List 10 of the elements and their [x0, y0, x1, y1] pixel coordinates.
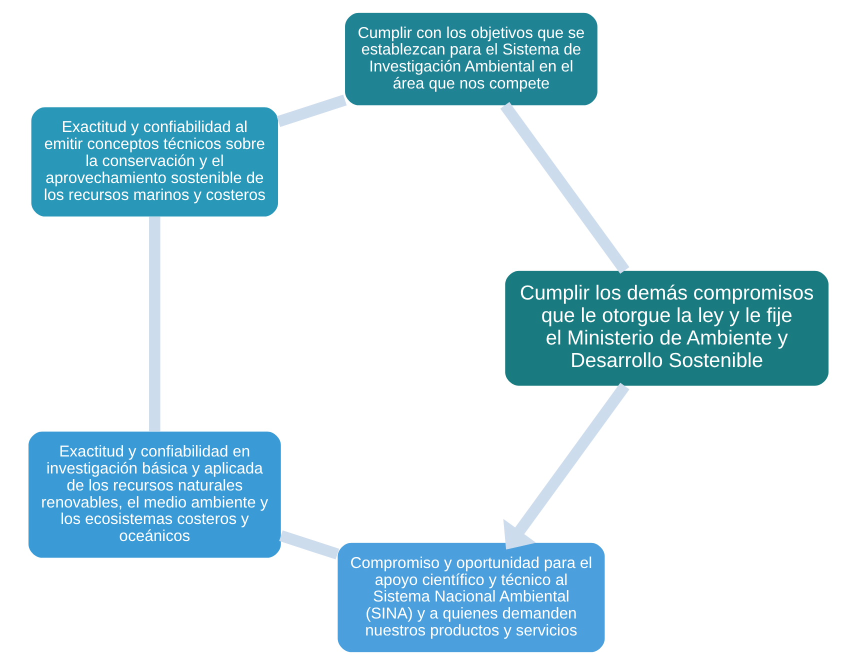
node-box: Exactitud y confiabilidad en investigación básica y aplicada de los recursos naturales renovables, el medio ambiente y los ecosistemas costeros y oceánicos: [28, 432, 280, 558]
node-box: Cumplir con los objetivos que se establezcan para el Sistema de Investigación Ambiental en el área que nos compete: [344, 12, 597, 106]
node-box: Compromiso y oportunidad para el apoyo científico y técnico al Sistema Nacional Ambiental (SINA) y a quienes demanden nuestros productos y servicios: [337, 542, 604, 652]
arrow: [502, 382, 629, 550]
connector: [500, 102, 629, 274]
connector: [278, 530, 339, 560]
node-box: Cumplir los demás compromisos que le otorgue la ley y le fije el Ministerio de Ambiente y Desarrollo Sostenible: [504, 270, 828, 386]
node-box: Exactitud y confiabilidad al emitir conceptos técnicos sobre la conservación y el aprovechamiento sostenible de los recursos marinos y costeros: [30, 107, 278, 216]
connector: [276, 94, 346, 128]
connector: [148, 216, 160, 432]
